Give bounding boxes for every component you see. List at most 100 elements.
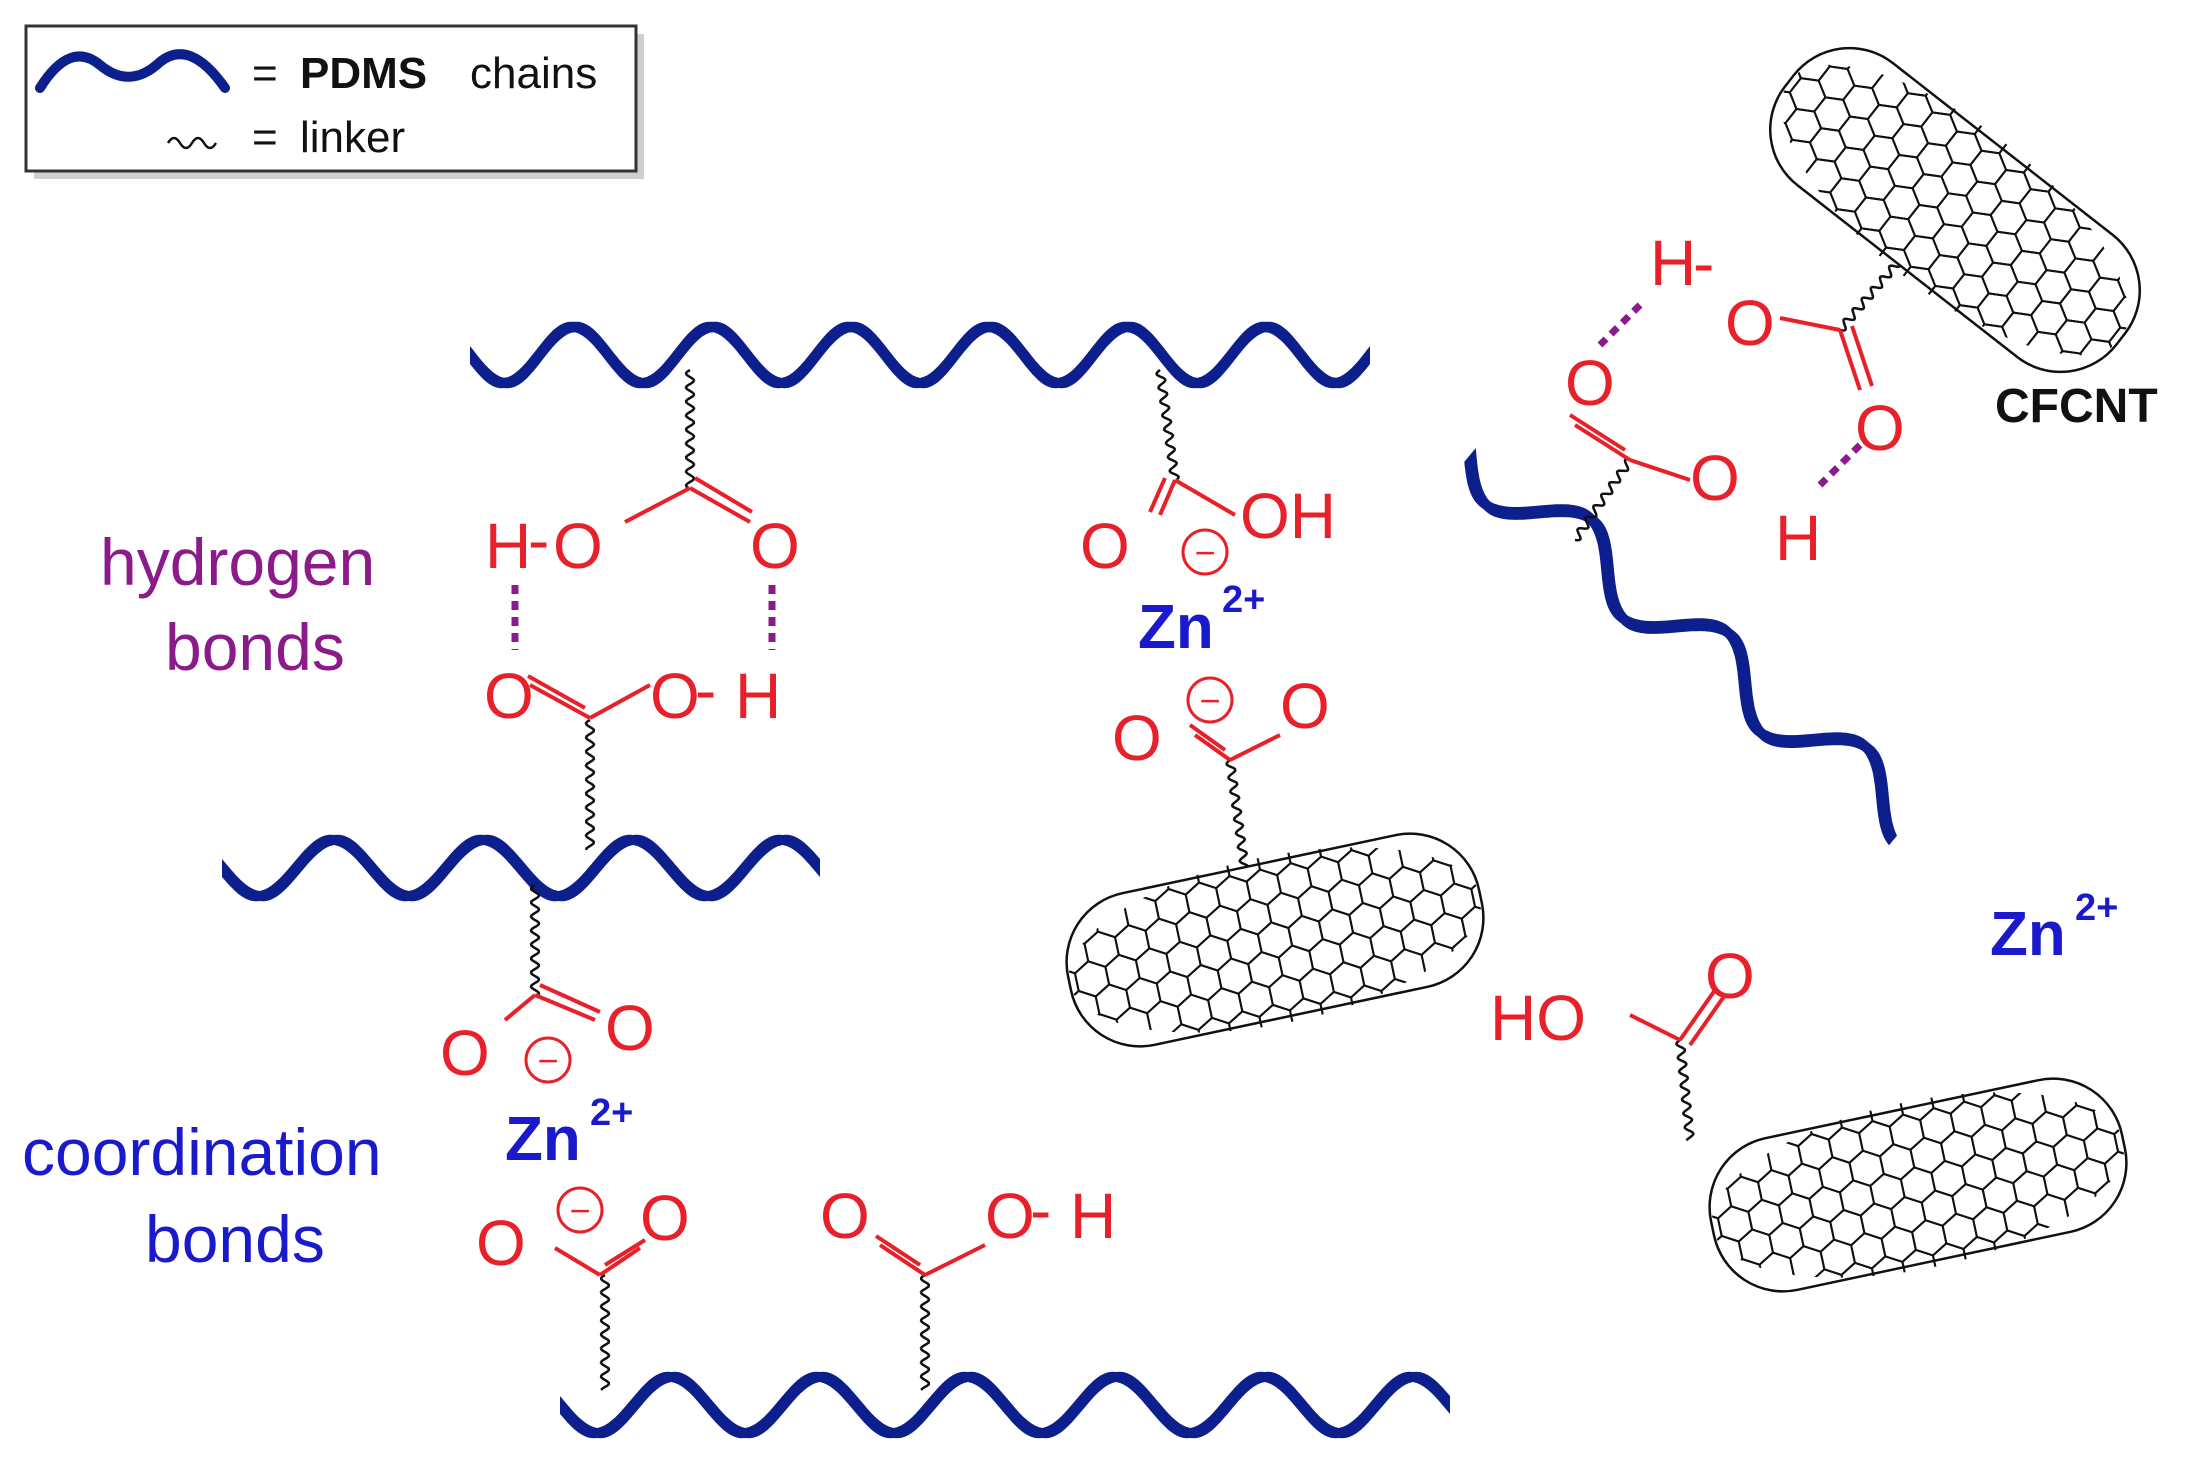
cnt-middle-hex-196 — [1542, 914, 1580, 956]
cnt-middle-hex-261 — [1269, 1056, 1307, 1066]
cnt-lower-right-hex-120 — [2153, 1083, 2191, 1125]
cnt-lower-right-hex-37 — [1877, 1060, 1914, 1099]
cnt-middle-hex-174 — [1643, 865, 1681, 907]
cnt-middle-hex-120 — [1510, 838, 1548, 880]
cnt-lower-right-hex-265 — [2034, 1275, 2072, 1311]
cnt-lower-right-hex-270 — [2186, 1241, 2208, 1283]
atom-H-1: H — [485, 510, 531, 582]
cfcnt-tube-hex-19 — [2199, 224, 2208, 272]
cnt-middle-hex-38 — [1264, 814, 1302, 847]
cnt-middle-hex-53 — [980, 895, 1018, 937]
cnt-middle-hex-33 — [1112, 841, 1149, 880]
cnt-lower-right-hex-15 — [1978, 1009, 2016, 1051]
pdms-chain-legend-icon — [35, 49, 230, 93]
cnt-middle-hex-251 — [964, 1119, 1002, 1161]
cnt-lower-right-hex-29 — [1633, 1110, 1671, 1152]
cnt-lower-right-hex-21 — [2161, 971, 2199, 1013]
cnt-middle-hex-178 — [993, 1030, 1031, 1072]
cfcnt-tube-hex-79 — [1772, 14, 1811, 32]
cfcnt-tube-hex-7 — [1908, 14, 1947, 36]
cnt-middle-hex-154 — [1052, 996, 1071, 1034]
cnt-lower-right-hex-79 — [1644, 1163, 1682, 1205]
cnt-lower-right-hex-263 — [1973, 1288, 2011, 1311]
cnt-middle — [879, 732, 1681, 1168]
atom-O-18: O — [1705, 940, 1755, 1012]
cfcnt-tube-hex-260 — [1816, 269, 1854, 306]
cnt-lower-right-hex-127 — [1594, 1229, 1632, 1271]
cnt-middle-hex-96 — [1519, 808, 1557, 850]
cfcnt-tube-hex-153 — [1738, 50, 1749, 86]
cnt-lower-right-hex-254 — [1698, 1345, 1736, 1387]
bond-type-labels: hydrogen bonds coordination bonds CFCNT — [22, 380, 2158, 1276]
cnt-middle-hex-80 — [1052, 913, 1069, 952]
linker-4 — [599, 1273, 611, 1391]
cnt-middle-hex-43 — [1417, 775, 1455, 817]
cfcnt-tube-hex-224 — [2189, 490, 2208, 538]
cfcnt-tube-hex-152 — [1682, 25, 1729, 73]
cnt-lower-right-hex-31 — [1695, 1099, 1731, 1137]
cnt-middle-hex-129 — [1012, 971, 1050, 1013]
cnt-middle-hex-263 — [1330, 1043, 1368, 1066]
cnt-lower-right-hex-33 — [1755, 1086, 1792, 1125]
cnt-lower-right-hex-72 — [2202, 1017, 2208, 1059]
pdms-chain-bottom — [560, 1371, 1450, 1439]
cnt-middle-hex-202 — [983, 1060, 1021, 1102]
negative-charge-markers — [524, 528, 1234, 1234]
cnt-middle-hex-264 — [1361, 1037, 1398, 1066]
cnt-middle-hex-250 — [933, 1126, 971, 1168]
cfcnt-tube-hex-227 — [1619, 79, 1666, 127]
cfcnt-tube-hex-8 — [1933, 18, 1972, 55]
cnt-middle-hex-35 — [1173, 828, 1210, 867]
cnt-middle-hex-173 — [1612, 871, 1650, 913]
cnt-lower-right-hex-6 — [1703, 1069, 1741, 1108]
cnt-lower-right-hex-201 — [1596, 1311, 1634, 1353]
zn-ion-3: Zn — [1990, 900, 2066, 969]
cnt-lower-right-hex-28 — [1602, 1117, 1640, 1159]
cnt-lower-right-hex-44 — [2090, 1013, 2128, 1055]
cnt-middle-hex-221 — [1563, 937, 1601, 979]
cfcnt-tube-body — [1768, 46, 2142, 374]
cnt-lower-right-hex-225 — [1556, 1348, 1594, 1390]
cfcnt-tube-hex-43 — [2149, 222, 2172, 258]
cnt-middle-hex-20 — [1487, 732, 1525, 774]
dash-1: - — [528, 504, 549, 576]
cfcnt-tube-hex-254 — [1664, 149, 1711, 197]
cnt-lower-right-hex-80 — [1695, 1158, 1712, 1197]
cnt-middle-hex-8 — [1121, 814, 1159, 850]
cfcnt-tube-hex-231 — [1738, 162, 1761, 198]
cnt-middle-hex-201 — [953, 1066, 991, 1108]
cnt-lower-right-hex-97 — [2193, 1047, 2208, 1089]
cfcnt-tube-hex-235 — [1820, 238, 1859, 275]
cnt-lower-right-hex-119 — [2122, 1091, 2141, 1129]
cnt-lower-right-hex-94 — [2101, 1068, 2139, 1106]
cnt-lower-right-hex-241 — [2044, 1245, 2081, 1284]
cnt-middle-hex-75 — [879, 944, 917, 986]
cnt-lower-right-hex-228 — [1647, 1328, 1685, 1370]
cnt-middle-hex-151 — [941, 1014, 979, 1056]
atom-O-15: O — [1565, 347, 1615, 419]
cnt-middle-hex-14 — [1304, 771, 1342, 813]
cnt-lower-right-hex-195 — [2154, 1165, 2192, 1207]
cfcnt-tube-hex-18 — [2174, 205, 2208, 253]
cnt-lower-right-hex-146 — [2173, 1106, 2208, 1148]
zn-ion-1: Zn — [1138, 593, 1214, 662]
cnt-middle-hex-50 — [888, 914, 926, 956]
cnt-lower-right-hex-42 — [2029, 1059, 2067, 1066]
cnt-lower-right-hex-261 — [1912, 1301, 1950, 1311]
cfcnt-tube-hex-247 — [2111, 463, 2158, 511]
bond-left-carboxylate-2 — [553, 1238, 647, 1277]
cnt-lower-right-hex-46 — [2151, 1000, 2189, 1042]
cnt-lower-right-hex-128 — [1625, 1222, 1663, 1264]
legend-pdms-label: PDMS — [300, 49, 427, 98]
coordination-label-line2: bonds — [145, 1202, 325, 1276]
cnt-lower-right-hex-203 — [1657, 1298, 1695, 1340]
cnt-middle-hex-259 — [1208, 1067, 1246, 1109]
cnt-lower-right-hex-219 — [2145, 1195, 2183, 1237]
cnt-lower-right-hex-154 — [1695, 1241, 1714, 1279]
carbon-nanotubes — [879, 14, 2208, 1390]
cfcnt-tube-hex-259 — [1791, 250, 1830, 287]
linker-legend-icon — [166, 136, 218, 150]
cnt-middle-hex-179 — [1052, 1025, 1061, 1064]
cfcnt-tube-hex-13 — [2056, 114, 2094, 151]
cfcnt-tube-hex-44 — [2170, 235, 2208, 283]
